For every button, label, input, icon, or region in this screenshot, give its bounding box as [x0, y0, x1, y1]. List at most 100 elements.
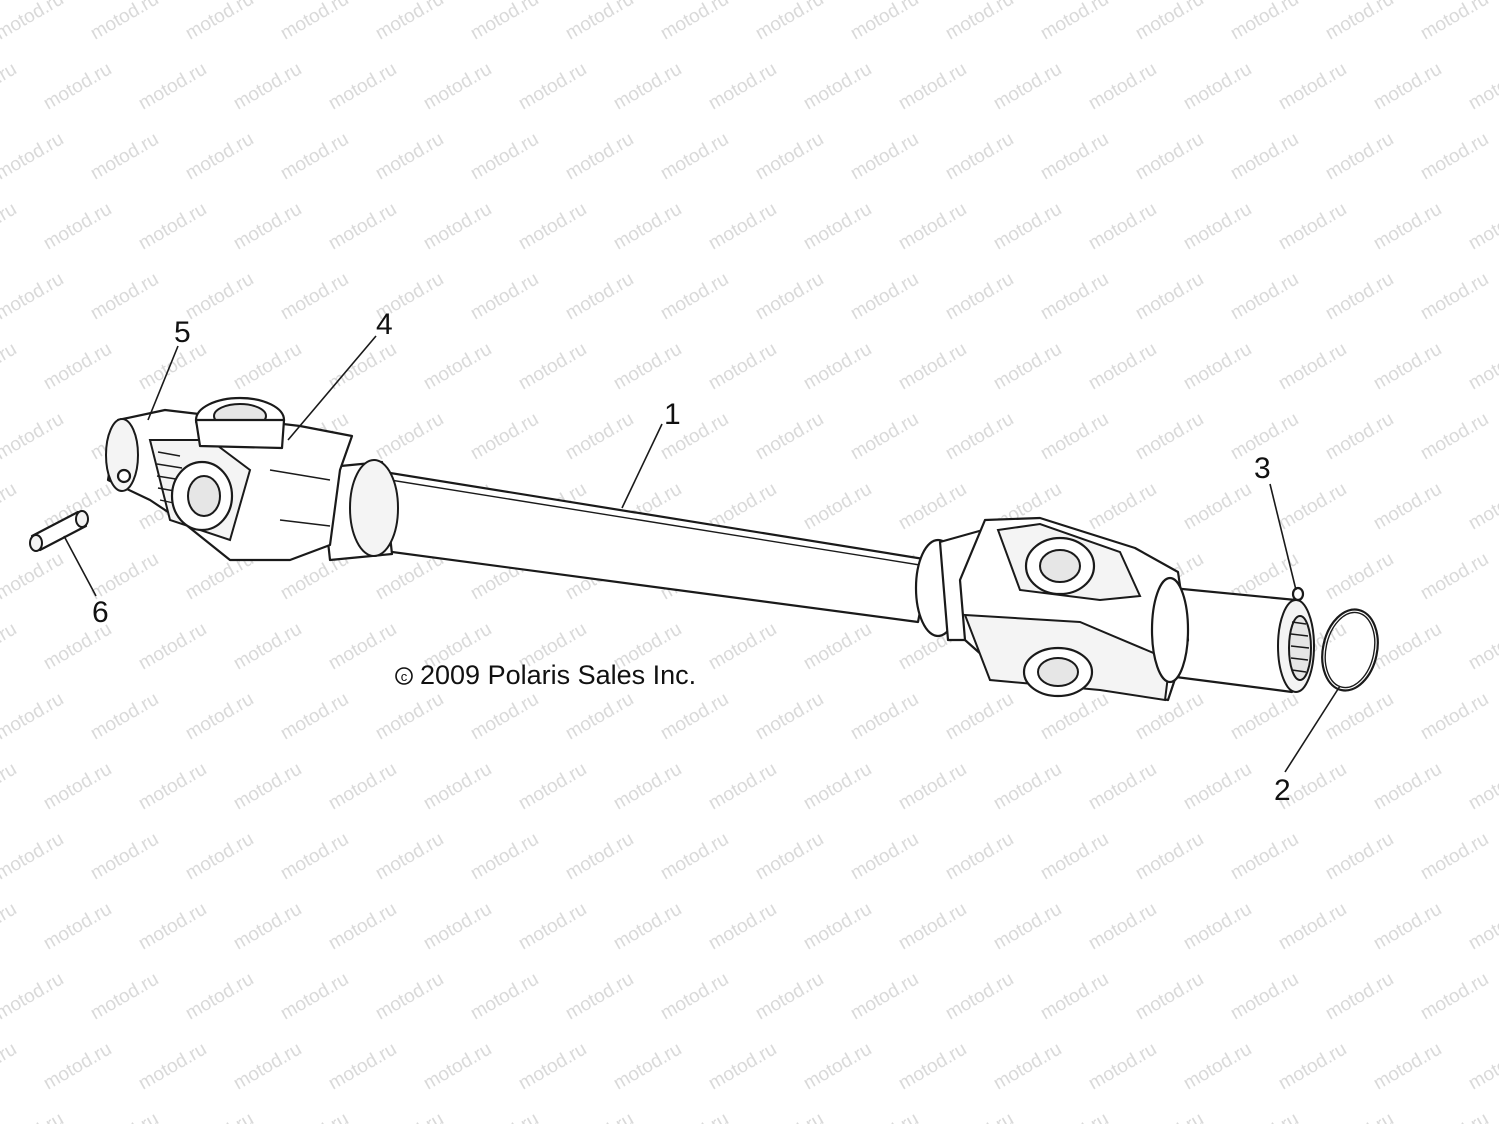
watermark-text: motod.ru	[325, 759, 400, 815]
watermark-text: motod.ru	[942, 269, 1017, 325]
watermark-text: motod.ru	[1227, 129, 1302, 185]
watermark-text: motod.ru	[230, 899, 305, 955]
watermark-text: motod.ru	[0, 59, 20, 115]
watermark-text: motod.ru	[752, 969, 827, 1025]
watermark-text: motod.ru	[182, 129, 257, 185]
watermark-text: motod.ru	[1370, 1039, 1445, 1095]
watermark-text: motod.ru	[657, 969, 732, 1025]
watermark-text: motod.ru	[87, 829, 162, 885]
watermark-text: motod.ru	[1417, 409, 1492, 465]
watermark-text: motod.ru	[325, 199, 400, 255]
watermark-text: motod.ru	[705, 339, 780, 395]
watermark-text: motod.ru	[277, 129, 352, 185]
watermark-text: motod.ru	[847, 269, 922, 325]
watermark-text: motod.ru	[0, 1109, 67, 1124]
watermark-text: motod.ru	[562, 269, 637, 325]
watermark-text: motod.ru	[40, 199, 115, 255]
watermark-text: motod.ru	[1180, 899, 1255, 955]
watermark-text: motod.ru	[1322, 969, 1397, 1025]
watermark-text: motod.ru	[515, 199, 590, 255]
watermark-text: motod.ru	[230, 339, 305, 395]
watermark-text: motod.ru	[942, 0, 1017, 44]
watermark-text: motod.ru	[1370, 619, 1445, 675]
watermark-text: motod.ru	[705, 199, 780, 255]
watermark-text: motod.ru	[40, 339, 115, 395]
watermark-text: motod.ru	[1132, 0, 1207, 44]
pin-part	[29, 510, 89, 552]
watermark-text: motod.ru	[705, 899, 780, 955]
watermark-text: motod.ru	[1180, 59, 1255, 115]
watermark-text: motod.ru	[0, 409, 67, 465]
watermark-text: motod.ru	[1085, 1039, 1160, 1095]
watermark-text: motod.ru	[942, 1109, 1017, 1124]
watermark-text: motod.ru	[990, 199, 1065, 255]
watermark-text: motod.ru	[0, 0, 67, 44]
watermark-text: motod.ru	[942, 829, 1017, 885]
watermark-text: motod.ru	[705, 759, 780, 815]
watermark-text: motod.ru	[0, 479, 20, 535]
watermark-text: motod.ru	[1275, 899, 1350, 955]
watermark-text: motod.ru	[420, 1039, 495, 1095]
watermark-text: motod.ru	[1227, 689, 1302, 745]
watermark-text: motod.ru	[800, 1039, 875, 1095]
watermark-text: motod.ru	[895, 759, 970, 815]
watermark-text: motod.ru	[182, 0, 257, 44]
watermark-text: motod.ru	[752, 409, 827, 465]
watermark-text: motod.ru	[1037, 689, 1112, 745]
watermark-text: motod.ru	[182, 969, 257, 1025]
copyright-text: 2009 Polaris Sales Inc.	[420, 660, 696, 690]
watermark-text: motod.ru	[1275, 199, 1350, 255]
watermark-text: motod.ru	[40, 759, 115, 815]
watermark-text: motod.ru	[0, 269, 67, 325]
watermark-text: motod.ru	[1417, 689, 1492, 745]
watermark-text: motod.ru	[895, 199, 970, 255]
watermark-text: motod.ru	[372, 969, 447, 1025]
watermark-text: motod.ru	[1132, 269, 1207, 325]
watermark-text: motod.ru	[1465, 199, 1499, 255]
watermark-text: motod.ru	[135, 1039, 210, 1095]
watermark-text: motod.ru	[1370, 59, 1445, 115]
watermark-text: motod.ru	[990, 899, 1065, 955]
watermark-text: motod.ru	[1227, 269, 1302, 325]
watermark-text: motod.ru	[1417, 129, 1492, 185]
watermark-text: motod.ru	[657, 129, 732, 185]
watermark-text: motod.ru	[1465, 1039, 1499, 1095]
watermark-text: motod.ru	[230, 1039, 305, 1095]
watermark-text: motod.ru	[277, 969, 352, 1025]
watermark-text: motod.ru	[562, 129, 637, 185]
watermark-text: motod.ru	[230, 619, 305, 675]
watermark-text: motod.ru	[1085, 59, 1160, 115]
watermark-text: motod.ru	[467, 1109, 542, 1124]
watermark-text: motod.ru	[1037, 1109, 1112, 1124]
watermark-text: motod.ru	[87, 1109, 162, 1124]
watermark-text: motod.ru	[0, 549, 67, 605]
watermark-text: motod.ru	[1322, 129, 1397, 185]
watermark-text: motod.ru	[1037, 969, 1112, 1025]
watermark-text: motod.ru	[1322, 0, 1397, 44]
watermark-text: motod.ru	[1370, 479, 1445, 535]
watermark-text: motod.ru	[0, 969, 67, 1025]
watermark-text: motod.ru	[182, 269, 257, 325]
watermark-text: motod.ru	[1465, 59, 1499, 115]
watermark-text: motod.ru	[1417, 829, 1492, 885]
watermark-text: motod.ru	[752, 689, 827, 745]
watermark-text: motod.ru	[135, 199, 210, 255]
watermark-text: motod.ru	[610, 199, 685, 255]
watermark-text: motod.ru	[752, 269, 827, 325]
watermark-text: motod.ru	[1085, 339, 1160, 395]
watermark-text: motod.ru	[895, 479, 970, 535]
watermark-text: motod.ru	[1085, 759, 1160, 815]
watermark-text: motod.ru	[1180, 479, 1255, 535]
watermark-text: motod.ru	[800, 199, 875, 255]
watermark-text: motod.ru	[990, 759, 1065, 815]
watermark-text: motod.ru	[1132, 129, 1207, 185]
watermark-text: motod.ru	[1037, 829, 1112, 885]
watermark-text: motod.ru	[895, 1039, 970, 1095]
watermark-text: motod.ru	[1465, 899, 1499, 955]
leader-lines	[63, 335, 1341, 773]
watermark-text: motod.ru	[1180, 759, 1255, 815]
watermark-text: motod.ru	[1465, 619, 1499, 675]
watermark-text: motod.ru	[1275, 339, 1350, 395]
watermark-text: motod.ru	[372, 1109, 447, 1124]
watermark-text: motod.ru	[0, 759, 20, 815]
